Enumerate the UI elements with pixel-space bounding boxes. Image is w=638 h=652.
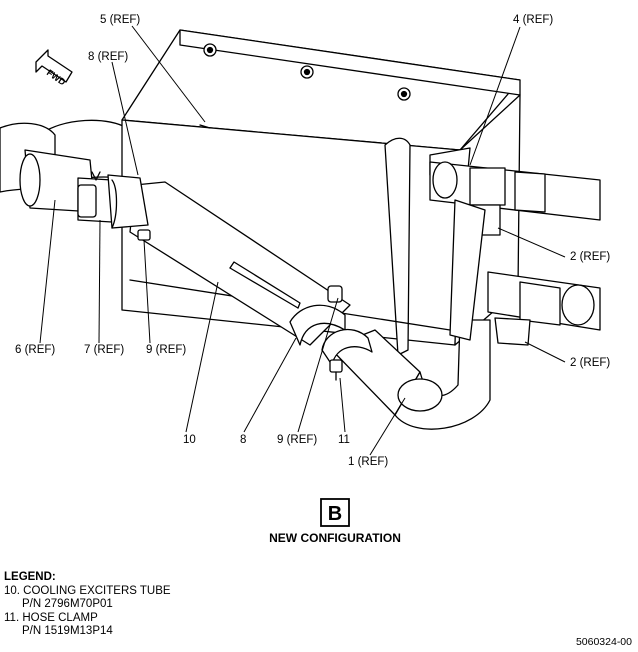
callout-9-left: 9 (REF) bbox=[146, 344, 186, 356]
callout-9-center: 9 (REF) bbox=[277, 434, 317, 446]
legend-item-name: 11. HOSE CLAMP bbox=[4, 611, 98, 624]
legend-item-pn: P/N 2796M70P01 bbox=[22, 598, 113, 610]
legend-title: LEGEND: bbox=[4, 571, 56, 583]
callout-2-lower: 2 (REF) bbox=[570, 357, 610, 369]
cooling-exciters-tube bbox=[107, 174, 351, 346]
callout-5: 5 (REF) bbox=[100, 14, 140, 26]
callout-6: 6 (REF) bbox=[15, 344, 55, 356]
fwd-arrow-icon bbox=[35, 49, 73, 83]
callout-7: 7 (REF) bbox=[84, 344, 124, 356]
hose-clamp-left bbox=[107, 174, 149, 229]
clamp-screw-9a bbox=[137, 229, 151, 241]
legend-item-name: 10. COOLING EXCITERS TUBE bbox=[4, 584, 171, 597]
legend-item-pn: P/N 1519M13P14 bbox=[22, 625, 113, 637]
view-indicator: B NEW CONFIGURATION bbox=[269, 498, 401, 545]
callout-4: 4 (REF) bbox=[513, 14, 553, 26]
right-pipe-upper bbox=[429, 161, 601, 341]
left-pipe-assembly bbox=[0, 119, 136, 223]
clamp-screw-9b bbox=[327, 285, 343, 303]
callout-10: 10 bbox=[183, 434, 196, 446]
callout-8: 8 bbox=[240, 434, 246, 446]
callout-2-upper: 2 (REF) bbox=[570, 251, 610, 263]
leader-lines bbox=[39, 25, 566, 456]
right-pipe-lower bbox=[487, 271, 601, 346]
drawing-id: 5060324-00 bbox=[575, 636, 632, 648]
callout-11: 11 bbox=[338, 434, 350, 446]
elbow-assembly bbox=[321, 319, 491, 430]
view-letter: B bbox=[328, 503, 342, 525]
callout-1: 1 (REF) bbox=[348, 456, 388, 468]
callout-8-ref: 8 (REF) bbox=[88, 51, 128, 63]
hose-clamp-11 bbox=[321, 328, 373, 366]
clamp-7 bbox=[77, 184, 97, 218]
view-caption: NEW CONFIGURATION bbox=[269, 531, 401, 545]
legend: LEGEND: 10. COOLING EXCITERS TUBE P/N 27… bbox=[4, 571, 171, 639]
callout-labels: 5 (REF) 4 (REF) 8 (REF) 2 (REF) 2 (REF) … bbox=[15, 14, 610, 468]
